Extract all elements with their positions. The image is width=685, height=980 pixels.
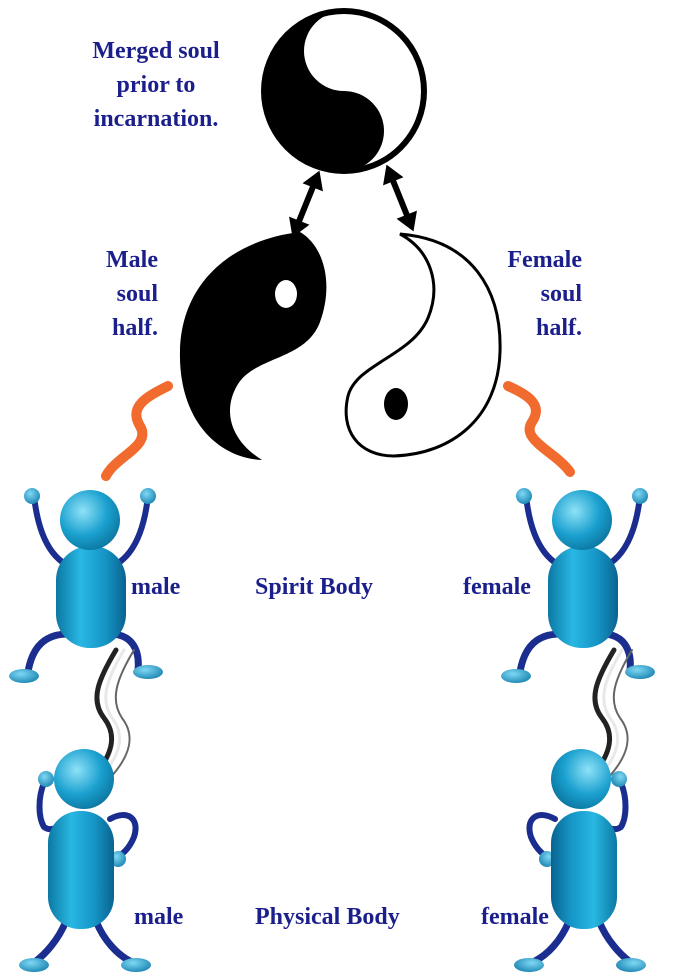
male-soul-half-icon	[180, 232, 326, 460]
double-arrow-left	[282, 167, 329, 242]
male-soul-half-label: Male soul half.	[58, 243, 158, 345]
merged-yin-yang-icon	[264, 11, 424, 171]
male-half-line-3: half.	[58, 311, 158, 345]
female-physical-figure	[514, 749, 646, 972]
merged-label-line-2: prior to	[58, 68, 254, 102]
physical-body-label: Physical Body	[255, 900, 400, 934]
male-physical-figure	[19, 749, 151, 972]
right-spirit-cord-orange	[508, 386, 570, 472]
merged-label-line-1: Merged soul	[58, 34, 254, 68]
spirit-body-label: Spirit Body	[255, 570, 373, 604]
female-half-line-2: soul	[470, 277, 582, 311]
female-half-line-1: Female	[470, 243, 582, 277]
double-arrow-right	[376, 161, 423, 236]
male-half-line-2: soul	[58, 277, 158, 311]
merged-soul-label: Merged soul prior to incarnation.	[58, 34, 254, 136]
left-spirit-cord-orange	[106, 386, 168, 476]
merged-label-line-3: incarnation.	[58, 102, 254, 136]
spirit-male-label: male	[131, 570, 180, 604]
physical-female-label: female	[481, 900, 549, 934]
female-soul-half-label: Female soul half.	[470, 243, 582, 345]
female-half-line-3: half.	[470, 311, 582, 345]
male-half-line-1: Male	[58, 243, 158, 277]
spirit-female-label: female	[463, 570, 531, 604]
physical-male-label: male	[134, 900, 183, 934]
